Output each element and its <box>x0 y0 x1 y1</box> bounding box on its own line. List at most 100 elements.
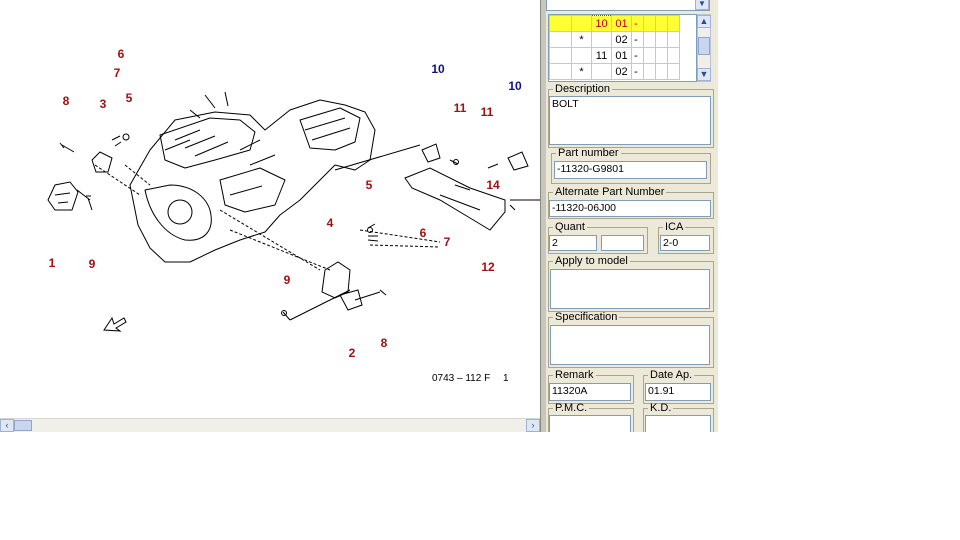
grid-cell-empty[interactable] <box>643 31 656 48</box>
apply-to-model-field[interactable] <box>550 269 710 309</box>
grid-row[interactable]: * 02- <box>549 63 680 80</box>
callout-12[interactable]: 12 <box>481 260 495 274</box>
grid-cell-empty[interactable] <box>655 47 668 64</box>
quant-label: Quant <box>555 221 585 233</box>
callout-2[interactable]: 2 <box>349 346 356 360</box>
grid-cell[interactable]: 11 <box>591 47 612 64</box>
grid-cell[interactable]: - <box>631 15 644 32</box>
scroll-up-icon[interactable]: ▲ <box>697 15 711 28</box>
right-crossmember-parts <box>404 143 540 231</box>
grid-cell-empty[interactable] <box>643 63 656 80</box>
grid-cell[interactable] <box>549 31 572 48</box>
callout-9[interactable]: 9 <box>284 273 291 287</box>
grid-cell-empty[interactable] <box>643 15 656 32</box>
grid-cell[interactable]: 01 <box>611 47 632 64</box>
scroll-left-icon[interactable]: ‹ <box>0 419 14 432</box>
grid-cell[interactable]: 02 <box>611 31 632 48</box>
grid-cell[interactable] <box>571 15 592 32</box>
grid-cell[interactable]: 10 <box>591 15 612 32</box>
remark-field[interactable]: 11320A <box>549 383 631 401</box>
callout-7[interactable]: 7 <box>114 66 121 80</box>
pmc-label: P.M.C. <box>555 402 588 414</box>
scroll-down-icon[interactable]: ▼ <box>697 68 711 81</box>
scroll-right-icon[interactable]: › <box>526 419 540 432</box>
grid-cell-empty[interactable] <box>655 15 668 32</box>
grid-vertical-scrollbar[interactable]: ▲ ▼ <box>697 14 711 82</box>
specification-label: Specification <box>555 311 618 323</box>
callout-5[interactable]: 5 <box>126 91 133 105</box>
grid-cell-empty[interactable] <box>667 63 680 80</box>
ica-label: ICA <box>665 221 684 233</box>
remark-label: Remark <box>555 369 594 381</box>
diagram-page-number: 1 <box>503 373 509 384</box>
description-label: Description <box>555 83 611 95</box>
callout-6[interactable]: 6 <box>118 47 125 61</box>
grid-cell[interactable]: 01 <box>611 15 632 32</box>
pmc-group: P.M.C. <box>548 403 634 432</box>
grid-cell[interactable] <box>549 47 572 64</box>
callout-6[interactable]: 6 <box>420 226 427 240</box>
callout-4[interactable]: 4 <box>327 216 334 230</box>
grid-cell-empty[interactable] <box>655 63 668 80</box>
alternate-part-field[interactable]: -11320-06J00 <box>549 200 711 217</box>
grid-cell[interactable]: - <box>631 31 644 48</box>
part-number-group: Part number <box>551 148 711 184</box>
grid-cell[interactable] <box>591 31 612 48</box>
kd-field[interactable] <box>645 415 711 432</box>
callout-11[interactable]: 11 <box>481 105 494 119</box>
grid-cell[interactable] <box>549 63 572 80</box>
center-mount-parts <box>281 223 387 321</box>
callout-7[interactable]: 7 <box>444 235 451 249</box>
callout-5[interactable]: 5 <box>366 178 373 192</box>
ica-field[interactable]: 2-0 <box>660 235 710 251</box>
callout-10[interactable]: 10 <box>508 79 522 93</box>
part-number-field[interactable]: -11320-G9801 <box>554 161 707 179</box>
grid-cell[interactable]: * <box>571 63 592 80</box>
callout-labels: 6 7 8 3 5 1 9 10 11 10 11 5 14 4 6 7 12 9 2 8 <box>49 47 522 360</box>
specification-group: Specification <box>548 312 714 368</box>
grid-row[interactable]: * 02- <box>549 31 680 48</box>
callout-3[interactable]: 3 <box>100 97 107 111</box>
grid-cell[interactable] <box>591 63 612 80</box>
grid-cell[interactable]: - <box>631 47 644 64</box>
grid-cell[interactable]: * <box>571 31 592 48</box>
callout-1[interactable]: 1 <box>49 256 56 270</box>
specification-field[interactable] <box>550 325 710 365</box>
callout-14[interactable]: 14 <box>486 178 500 192</box>
date-ap-field[interactable]: 01.91 <box>645 383 711 401</box>
grid-cell-empty[interactable] <box>655 31 668 48</box>
callout-8[interactable]: 8 <box>63 94 70 108</box>
pane-splitter[interactable] <box>540 0 546 432</box>
left-mount-parts <box>47 133 130 211</box>
dropdown-arrow-icon[interactable]: ▼ <box>695 0 709 10</box>
date-ap-label: Date Ap. <box>650 369 693 381</box>
horizontal-scroll-thumb[interactable] <box>14 420 32 431</box>
callout-8[interactable]: 8 <box>381 336 388 350</box>
quant-field[interactable]: 2 <box>549 235 597 251</box>
part-number-label: Part number <box>558 147 619 159</box>
grid-cell[interactable]: - <box>631 63 644 80</box>
alternate-part-group: Alternate Part Number <box>548 187 714 219</box>
grid-cell-empty[interactable] <box>643 47 656 64</box>
grid-cell-empty[interactable] <box>667 15 680 32</box>
callout-10[interactable]: 10 <box>431 62 445 76</box>
quant-secondary-field[interactable] <box>601 235 644 251</box>
grid-scroll-thumb[interactable] <box>698 37 710 55</box>
description-field[interactable]: BOLT <box>549 96 711 145</box>
grid-cell[interactable]: 02 <box>611 63 632 80</box>
grid-cell-empty[interactable] <box>667 47 680 64</box>
grid-cell[interactable] <box>571 47 592 64</box>
selector-combo[interactable]: ▼ <box>546 0 710 11</box>
horizontal-scrollbar[interactable]: ‹ › <box>0 418 540 432</box>
grid-cell[interactable] <box>549 15 572 32</box>
apply-to-model-group: Apply to model <box>548 256 714 312</box>
callout-11[interactable]: 11 <box>454 101 467 115</box>
callout-9[interactable]: 9 <box>89 257 96 271</box>
grid-cell-empty[interactable] <box>667 31 680 48</box>
pmc-field[interactable] <box>549 415 631 432</box>
